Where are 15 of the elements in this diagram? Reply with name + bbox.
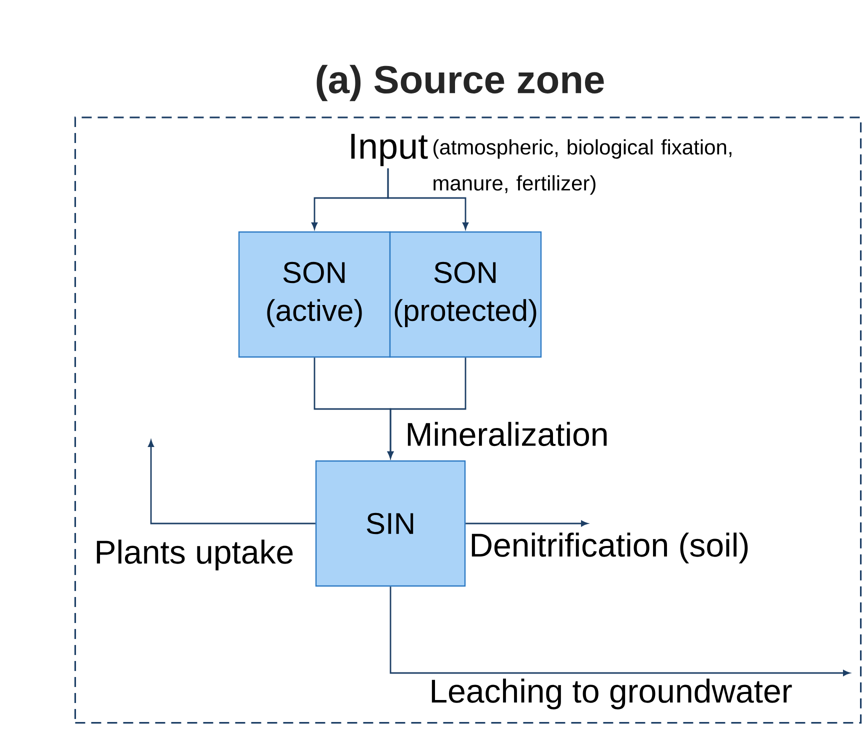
edge-label: Denitrification (soil) <box>468 532 751 564</box>
edge-label: Plants uptake <box>93 538 296 572</box>
edge-label: Mineralization <box>404 420 610 448</box>
input-label: Input <box>351 134 428 166</box>
arrow <box>388 358 466 458</box>
arrow <box>466 520 588 526</box>
zone-title: (a) Source zone <box>316 64 604 102</box>
process-box: SON (active) <box>238 231 391 358</box>
input-sources: (atmospheric, biological fixation, manure, fertilizer) <box>434 139 732 195</box>
arrow <box>387 168 468 230</box>
arrow <box>148 440 316 524</box>
process-box: SON (protected) <box>389 231 542 358</box>
process-box: SIN <box>315 460 466 587</box>
edge-label: Leaching to groundwater <box>428 678 794 710</box>
arrow <box>390 586 850 676</box>
